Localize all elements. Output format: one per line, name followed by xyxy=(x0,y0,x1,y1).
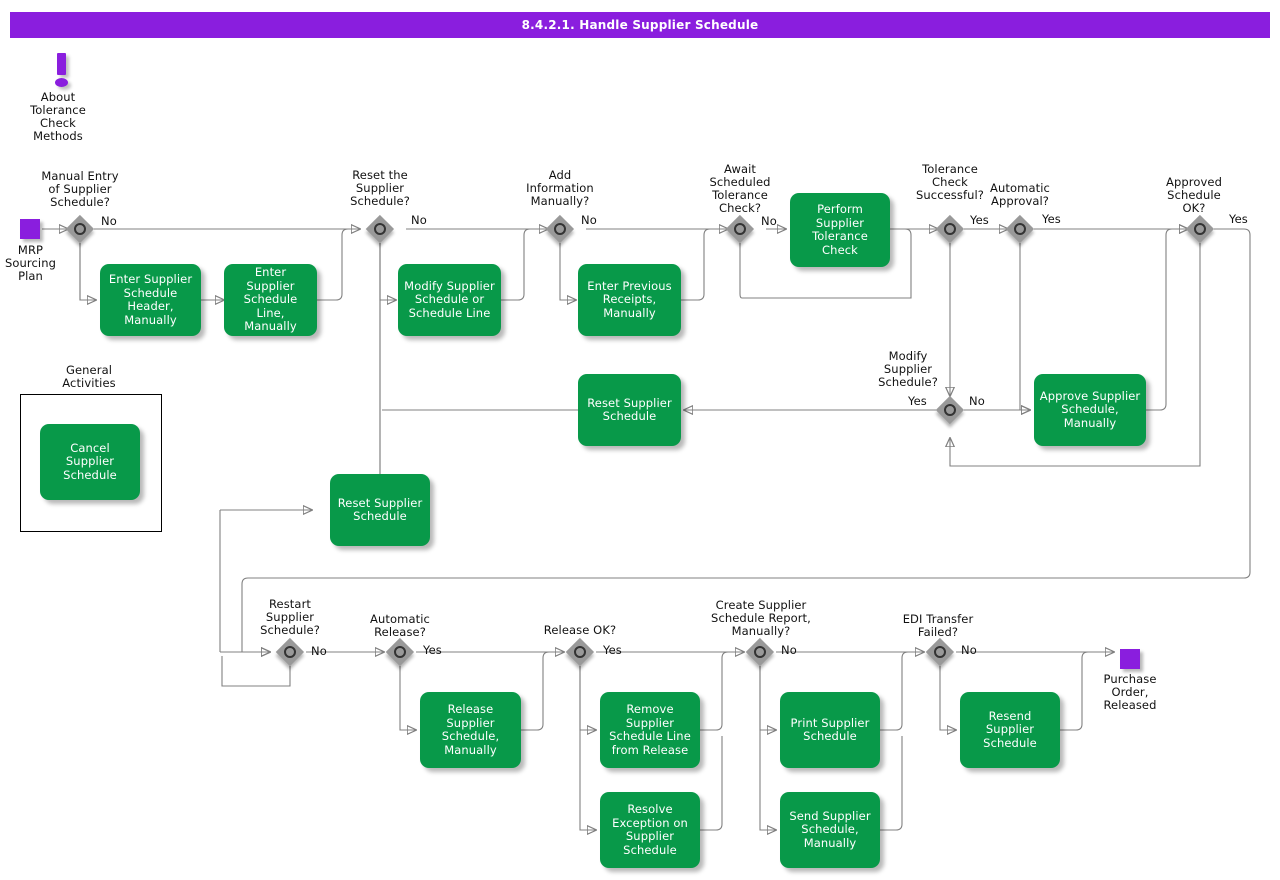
task-reset-supplier-schedule-upper[interactable]: Reset Supplier Schedule xyxy=(578,374,681,446)
gateway-approved-schedule-ok[interactable] xyxy=(1185,214,1214,243)
gateway-await-scheduled-tolerance-check[interactable] xyxy=(725,214,754,243)
task-send-supplier-schedule-manually[interactable]: Send Supplier Schedule, Manually xyxy=(780,792,880,868)
flow-flag-no-edi-transfer-failed: No xyxy=(961,643,977,657)
gateway-ring-icon xyxy=(554,223,566,235)
task-release-supplier-schedule-manually[interactable]: Release Supplier Schedule, Manually xyxy=(420,692,521,768)
exclamation-bar-icon xyxy=(57,53,66,75)
gateway-automatic-approval[interactable] xyxy=(1005,214,1034,243)
flow-flag-no-manual-entry: No xyxy=(101,214,117,228)
task-remove-supplier-schedule-line-from-release[interactable]: Remove Supplier Schedule Line from Relea… xyxy=(600,692,700,768)
gateway-label-add-information-manually: Add Information Manually? xyxy=(526,168,594,208)
gateway-ring-icon xyxy=(944,223,956,235)
event-purchase-order-released[interactable] xyxy=(1120,649,1140,669)
gateway-ring-icon xyxy=(1194,223,1206,235)
task-enter-previous-receipts-manually[interactable]: Enter Previous Receipts, Manually xyxy=(578,264,681,336)
gateway-restart-supplier-schedule[interactable] xyxy=(275,637,304,666)
gateway-label-await-scheduled-tolerance-check: Await Scheduled Tolerance Check? xyxy=(709,162,771,215)
gateway-modify-supplier-schedule[interactable] xyxy=(935,395,964,424)
gateway-label-create-supplier-schedule-report-manually: Create Supplier Schedule Report, Manuall… xyxy=(711,598,811,638)
gateway-add-information-manually[interactable] xyxy=(545,214,574,243)
gateway-label-modify-supplier-schedule: Modify Supplier Schedule? xyxy=(878,349,938,389)
flow-flag-yes-automatic-release: Yes xyxy=(423,643,442,657)
event-label-mrp-sourcing-plan: MRP Sourcing Plan xyxy=(4,243,56,283)
flow-flag-no-add-information: No xyxy=(581,213,597,227)
group-label-general-activities: General Activities xyxy=(62,363,116,390)
gateway-edi-transfer-failed[interactable] xyxy=(925,637,954,666)
gateway-label-manual-entry-of-supplier-schedule: Manual Entry of Supplier Schedule? xyxy=(41,169,119,209)
gateway-automatic-release[interactable] xyxy=(385,637,414,666)
annotation-label: About Tolerance Check Methods xyxy=(30,90,86,143)
gateway-label-reset-the-supplier-schedule: Reset the Supplier Schedule? xyxy=(350,168,410,208)
gateway-label-tolerance-check-successful: Tolerance Check Successful? xyxy=(915,162,985,202)
gateway-label-automatic-release: Automatic Release? xyxy=(370,612,430,639)
task-enter-supplier-schedule-header-manually[interactable]: Enter Supplier Schedule Header, Manually xyxy=(100,264,201,336)
flow-flag-no-reset-schedule: No xyxy=(411,213,427,227)
task-perform-supplier-tolerance-check[interactable]: Perform Supplier Tolerance Check xyxy=(790,193,890,267)
gateway-ring-icon xyxy=(944,404,956,416)
gateway-label-automatic-approval: Automatic Approval? xyxy=(990,181,1050,208)
page-title: 8.4.2.1. Handle Supplier Schedule xyxy=(10,12,1270,38)
task-approve-supplier-schedule-manually[interactable]: Approve Supplier Schedule, Manually xyxy=(1034,374,1146,446)
gateway-ring-icon xyxy=(374,223,386,235)
gateway-label-edi-transfer-failed: EDI Transfer Failed? xyxy=(902,612,974,639)
gateway-ring-icon xyxy=(574,646,586,658)
flow-flag-yes-release-ok: Yes xyxy=(603,643,622,657)
gateway-ring-icon xyxy=(394,646,406,658)
task-print-supplier-schedule[interactable]: Print Supplier Schedule xyxy=(780,692,880,768)
gateway-manual-entry-of-supplier-schedule[interactable] xyxy=(65,214,94,243)
flow-flag-yes-modify-supplier-schedule: Yes xyxy=(908,394,927,408)
gateway-label-restart-supplier-schedule: Restart Supplier Schedule? xyxy=(260,597,320,637)
gateway-ring-icon xyxy=(754,646,766,658)
gateway-release-ok[interactable] xyxy=(565,637,594,666)
flow-flag-yes-automatic-approval: Yes xyxy=(1042,212,1061,226)
gateway-label-release-ok: Release OK? xyxy=(543,623,617,637)
gateway-ring-icon xyxy=(734,223,746,235)
task-resolve-exception-on-supplier-schedule[interactable]: Resolve Exception on Supplier Schedule xyxy=(600,792,700,868)
task-resend-supplier-schedule[interactable]: Resend Supplier Schedule xyxy=(960,692,1060,768)
gateway-ring-icon xyxy=(1014,223,1026,235)
event-mrp-sourcing-plan[interactable] xyxy=(20,219,40,239)
flow-flag-no-restart-supplier-schedule: No xyxy=(311,644,327,658)
gateway-ring-icon xyxy=(74,223,86,235)
flow-flag-yes-approved-schedule-ok: Yes xyxy=(1229,212,1248,226)
flow-flag-no-await-tolerance: No xyxy=(761,214,777,228)
gateway-create-supplier-schedule-report-manually[interactable] xyxy=(745,637,774,666)
flow-flag-yes-tolerance-successful: Yes xyxy=(970,213,989,227)
gateway-label-approved-schedule-ok: Approved Schedule OK? xyxy=(1166,175,1222,215)
event-label-purchase-order-released: Purchase Order, Released xyxy=(1103,672,1157,712)
gateway-ring-icon xyxy=(934,646,946,658)
task-cancel-supplier-schedule[interactable]: Cancel Supplier Schedule xyxy=(40,424,140,500)
task-reset-supplier-schedule-lower[interactable]: Reset Supplier Schedule xyxy=(330,474,430,546)
gateway-tolerance-check-successful[interactable] xyxy=(935,214,964,243)
gateway-reset-the-supplier-schedule[interactable] xyxy=(365,214,394,243)
flow-flag-no-modify-supplier-schedule: No xyxy=(969,394,985,408)
task-modify-supplier-schedule-or-schedule-line[interactable]: Modify Supplier Schedule or Schedule Lin… xyxy=(398,264,501,336)
gateway-ring-icon xyxy=(284,646,296,658)
flow-flag-no-create-report: No xyxy=(781,643,797,657)
exclamation-marker-icon xyxy=(51,53,73,89)
task-enter-supplier-schedule-line-manually[interactable]: Enter Supplier Schedule Line, Manually xyxy=(224,264,317,336)
exclamation-dot-icon xyxy=(55,78,68,87)
